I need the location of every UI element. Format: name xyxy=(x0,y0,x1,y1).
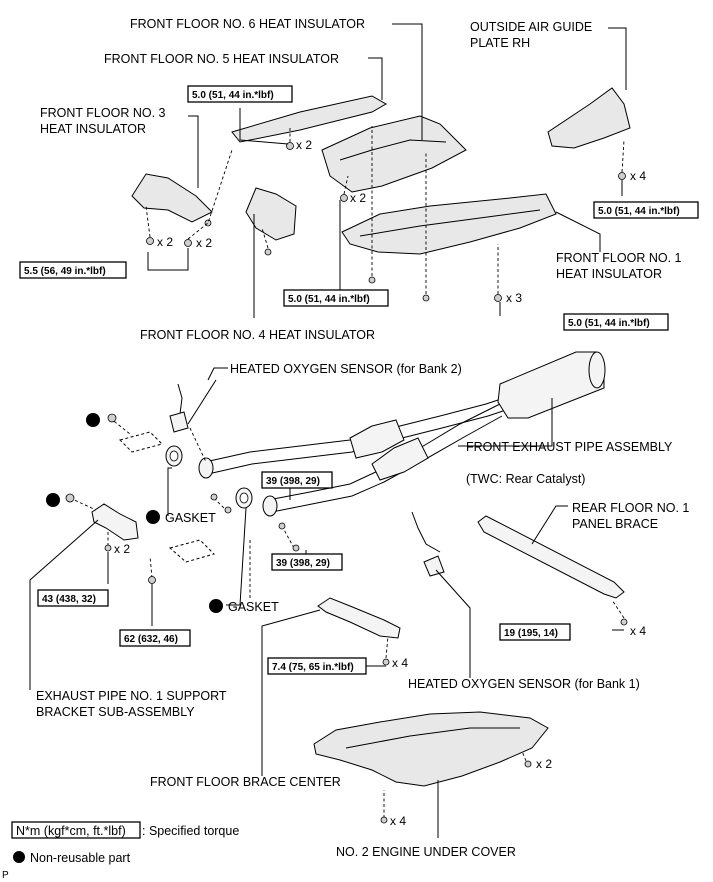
qty-bracket: x 2 xyxy=(114,542,130,556)
install-guides-upper xyxy=(145,126,625,294)
svg-text:N*m (kgf*cm, ft.*lbf): N*m (kgf*cm, ft.*lbf) xyxy=(16,824,126,838)
qty-ff5: x 2 xyxy=(296,138,312,152)
torque-box-bracket: 43 (438, 32) xyxy=(37,589,109,607)
svg-text:5.0 (51, 44 in.*lbf): 5.0 (51, 44 in.*lbf) xyxy=(192,90,274,101)
label-bracket-line2: BRACKET SUB-ASSEMBLY xyxy=(36,705,195,719)
qty-ff3b: x 2 xyxy=(196,236,212,250)
svg-text:5.0 (51, 44 in.*lbf): 5.0 (51, 44 in.*lbf) xyxy=(568,318,650,329)
label-ff6: FRONT FLOOR NO. 6 HEAT INSULATOR xyxy=(130,17,365,31)
torque-box-rfb: 19 (195, 14) xyxy=(499,623,571,641)
label-oag-line2: PLATE RH xyxy=(470,36,530,50)
label-front-floor-brace-center: FRONT FLOOR BRACE CENTER xyxy=(150,775,341,789)
front-floor-brace-center-drawing xyxy=(317,597,401,639)
svg-text:7.4 (75, 65 in.*lbf): 7.4 (75, 65 in.*lbf) xyxy=(272,662,354,673)
label-twc: (TWC: Rear Catalyst) xyxy=(466,472,585,486)
label-ff4: FRONT FLOOR NO. 4 HEAT INSULATOR xyxy=(140,328,375,342)
ff4-insulator-drawing xyxy=(245,187,297,241)
qty-oag: x 4 xyxy=(630,169,646,183)
label-gasket2: GASKET xyxy=(228,600,279,614)
svg-text:Non-reusable part: Non-reusable part xyxy=(30,851,131,865)
rear-floor-brace-drawing xyxy=(477,515,625,599)
label-ff3-line1: FRONT FLOOR NO. 3 xyxy=(40,106,166,120)
label-engine-under-cover: NO. 2 ENGINE UNDER COVER xyxy=(336,845,516,859)
label-rear-floor-brace-line2: PANEL BRACE xyxy=(572,517,658,531)
torque-box-ffbc: 7.4 (75, 65 in.*lbf) xyxy=(267,657,367,675)
svg-text:39 (398, 29): 39 (398, 29) xyxy=(266,476,320,487)
qty-neuc2: x 4 xyxy=(390,814,406,828)
ff5-insulator-drawing xyxy=(231,95,388,143)
label-rear-floor-brace-line1: REAR FLOOR NO. 1 xyxy=(572,501,689,515)
label-ff1-line2: HEAT INSULATOR xyxy=(556,267,662,281)
svg-text:19 (195, 14): 19 (195, 14) xyxy=(504,628,558,639)
label-ff3-line2: HEAT INSULATOR xyxy=(40,122,146,136)
label-front-exhaust-pipe: FRONT EXHAUST PIPE ASSEMBLY xyxy=(466,440,673,454)
insulator-bolts xyxy=(146,142,626,302)
torque-box-oag: 5.0 (51, 44 in.*lbf) xyxy=(593,201,699,219)
outside-air-guide-drawing xyxy=(547,87,631,149)
label-ff1-line1: FRONT FLOOR NO. 1 xyxy=(556,251,682,265)
svg-text:: Specified torque: : Specified torque xyxy=(142,824,239,838)
svg-text:43 (438, 32): 43 (438, 32) xyxy=(42,594,96,605)
ff1-insulator-drawing xyxy=(341,193,557,255)
torque-box-ff3: 5.5 (56, 49 in.*lbf) xyxy=(19,261,127,279)
qty-ff1: x 3 xyxy=(506,291,522,305)
corner-mark: P xyxy=(2,870,9,881)
qty-ff3a: x 2 xyxy=(157,235,173,249)
hos-bank1-drawing xyxy=(411,511,445,577)
engine-under-cover-drawing xyxy=(313,711,549,787)
torque-box-ff6: 5.0 (51, 44 in.*lbf) xyxy=(283,289,389,307)
ff3-insulator-drawing xyxy=(131,173,213,223)
torque-box-ff5: 5.0 (51, 44 in.*lbf) xyxy=(187,85,293,103)
nonreusable-marks xyxy=(46,413,223,613)
svg-text:5.5 (56, 49 in.*lbf): 5.5 (56, 49 in.*lbf) xyxy=(24,266,106,277)
front-exhaust-pipe-drawing xyxy=(198,351,606,517)
legend-nonreusable: Non-reusable part xyxy=(13,851,131,865)
svg-text:5.0 (51, 44 in.*lbf): 5.0 (51, 44 in.*lbf) xyxy=(598,206,680,217)
ff6-insulator-drawing xyxy=(321,115,467,193)
qty-ff6: x 2 xyxy=(350,191,366,205)
qty-ffbc: x 4 xyxy=(392,656,408,670)
label-oag-line1: OUTSIDE AIR GUIDE xyxy=(470,20,592,34)
svg-text:5.0 (51, 44 in.*lbf): 5.0 (51, 44 in.*lbf) xyxy=(288,294,370,305)
torque-box-pipe-top: 39 (398, 29) xyxy=(261,471,333,489)
legend-torque: N*m (kgf*cm, ft.*lbf) : Specified torque xyxy=(11,821,239,839)
support-bracket-drawing xyxy=(91,431,215,563)
label-gasket1: GASKET xyxy=(165,511,216,525)
qty-neuc1: x 2 xyxy=(536,757,552,771)
torque-box-hanger: 62 (632, 46) xyxy=(119,629,191,647)
torque-box-ff1: 5.0 (51, 44 in.*lbf) xyxy=(563,313,669,331)
label-hos-bank1: HEATED OXYGEN SENSOR (for Bank 1) xyxy=(408,677,640,691)
hos-bank2-drawing xyxy=(169,379,217,433)
label-hos-bank2: HEATED OXYGEN SENSOR (for Bank 2) xyxy=(230,362,462,376)
label-bracket-line1: EXHAUST PIPE NO. 1 SUPPORT xyxy=(36,689,227,703)
gaskets-drawing xyxy=(165,445,253,509)
label-ff5: FRONT FLOOR NO. 5 HEAT INSULATOR xyxy=(104,52,339,66)
qty-rfb: x 4 xyxy=(630,624,646,638)
lower-bolts xyxy=(65,413,628,824)
torque-box-pipe-mid: 39 (398, 29) xyxy=(271,553,343,571)
svg-text:62 (632, 46): 62 (632, 46) xyxy=(124,634,178,645)
svg-text:39 (398, 29): 39 (398, 29) xyxy=(276,558,330,569)
